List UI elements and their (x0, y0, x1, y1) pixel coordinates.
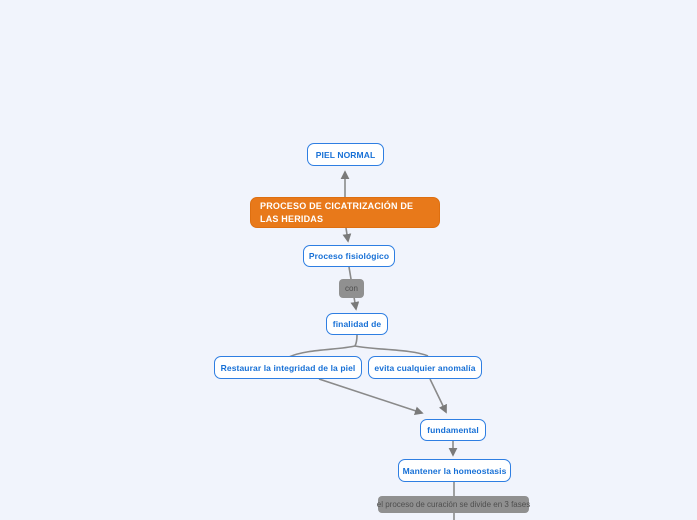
node-label: PIEL NORMAL (315, 149, 376, 160)
edge-label-text: con (345, 284, 358, 293)
node-label: finalidad de (332, 319, 382, 329)
node-label: fundamental (427, 425, 479, 435)
node-label: Restaurar la integridad de la piel (220, 362, 356, 373)
edge-label-text: el proceso de curación se divide en 3 fa… (376, 500, 531, 509)
node-piel-normal[interactable]: PIEL NORMAL (307, 143, 384, 166)
edge-label-tres-fases[interactable]: el proceso de curación se divide en 3 fa… (376, 496, 531, 513)
edge-restaurar-to-fundamental (318, 378, 424, 415)
node-mantener-homeostasis[interactable]: Mantener la homeostasis (398, 459, 511, 482)
node-proceso-fisiologico[interactable]: Proceso fisiológico (303, 245, 395, 267)
node-evita-anomalia[interactable]: evita cualquier anomalía (368, 356, 482, 379)
node-finalidad-de[interactable]: finalidad de (326, 313, 388, 335)
node-proceso-cicatrizacion[interactable]: PROCESO DE CICATRIZACIÓN DE LAS HERIDAS (250, 197, 440, 228)
edge-label-con[interactable]: con (339, 279, 364, 298)
edge-finalidad-to-restaurar (288, 345, 356, 358)
edge-proceso-to-fisiologico (342, 227, 352, 243)
edge-finalidad-stem (354, 334, 358, 347)
node-label: evita cualquier anomalía (374, 362, 476, 373)
node-label: PROCESO DE CICATRIZACIÓN DE LAS HERIDAS (260, 200, 414, 224)
node-restaurar-integridad[interactable]: Restaurar la integridad de la piel (214, 356, 362, 379)
edge-finalidad-to-evita (354, 345, 429, 357)
node-fundamental[interactable]: fundamental (420, 419, 486, 441)
node-label: Proceso fisiológico (308, 251, 390, 261)
node-label: Mantener la homeostasis (402, 465, 507, 476)
edge-evita-to-fundamental (429, 378, 447, 414)
